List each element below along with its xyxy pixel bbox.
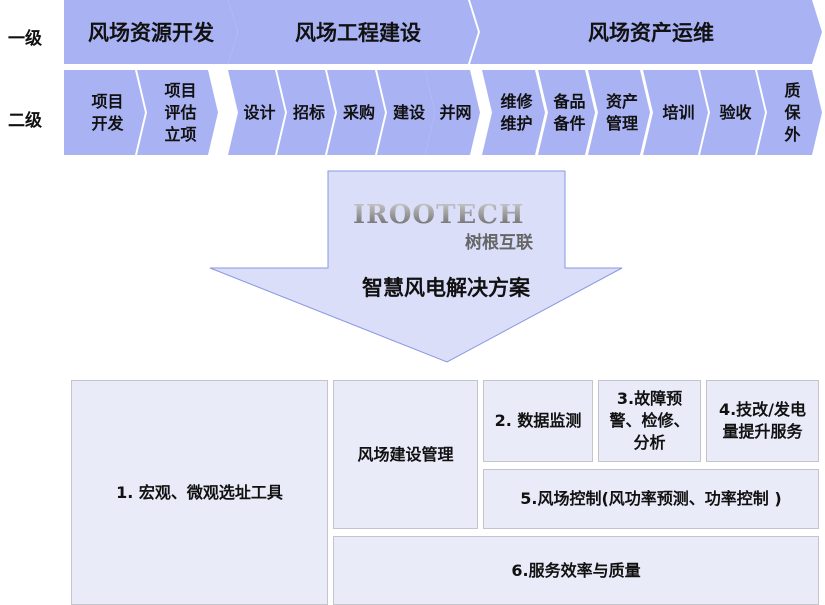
module-label: 2. 数据监测 xyxy=(494,411,582,430)
irootech-logo: IROOTECH 树根互联 xyxy=(353,200,533,253)
stage-label: 培训 xyxy=(662,102,695,122)
module-wind-farm-control: 5.风场控制(风功率预测、功率控制 ) xyxy=(483,469,819,529)
level2-stage: 验收 xyxy=(700,70,765,155)
stage-label: 项目 开发 xyxy=(91,91,124,133)
module-fault-warning: 3.故障预警、检修、分析 xyxy=(598,380,701,462)
module-label: 4.技改/发电量提升服务 xyxy=(718,400,807,441)
level2-stage: 质 保 外 xyxy=(757,70,822,155)
module-data-monitoring: 2. 数据监测 xyxy=(483,380,593,462)
module-label: 5.风场控制(风功率预测、功率控制 ) xyxy=(520,489,782,508)
module-site-selection: 1. 宏观、微观选址工具 xyxy=(71,380,328,605)
level2-stage: 资产 管理 xyxy=(588,70,650,155)
stage-label: 验收 xyxy=(719,102,752,122)
stage-label: 招标 xyxy=(292,102,325,122)
level1-stage: 风场资源开发 xyxy=(64,0,238,64)
level2-label: 二级 xyxy=(8,111,42,131)
stage-label: 并网 xyxy=(439,102,472,122)
logo-text-en: IROOTECH xyxy=(353,200,533,230)
stage-label: 维修 维护 xyxy=(500,91,533,133)
module-label: 3.故障预警、检修、分析 xyxy=(609,389,690,452)
level2-stage: 项目 开发 xyxy=(64,70,145,155)
stage-label: 风场资产运维 xyxy=(588,21,714,45)
stage-label: 风场工程建设 xyxy=(295,21,421,45)
solution-arrow xyxy=(209,170,623,363)
module-label: 风场建设管理 xyxy=(357,444,454,464)
module-label: 1. 宏观、微观选址工具 xyxy=(116,482,283,502)
level1-label: 一级 xyxy=(8,29,42,49)
module-tech-upgrade: 4.技改/发电量提升服务 xyxy=(706,380,819,462)
level2-stage: 备品 备件 xyxy=(538,70,595,155)
stage-label: 设计 xyxy=(243,102,276,122)
level2-stage: 项目 评估 立项 xyxy=(137,70,218,155)
module-label: 6.服务效率与质量 xyxy=(511,560,641,580)
solution-title: 智慧风电解决方案 xyxy=(362,276,530,300)
level2-stage: 建设 xyxy=(377,70,435,155)
stage-label: 采购 xyxy=(342,102,375,122)
module-service-efficiency: 6.服务效率与质量 xyxy=(333,536,819,605)
logo-text-cn: 树根互联 xyxy=(465,233,533,253)
arrow-shape xyxy=(209,170,623,363)
stage-label: 建设 xyxy=(392,102,425,122)
stage-label: 备品 备件 xyxy=(553,91,586,133)
stage-label: 质 保 外 xyxy=(784,80,801,144)
stage-label: 资产 管理 xyxy=(605,91,638,133)
module-construction-management: 风场建设管理 xyxy=(333,380,478,529)
level2-stage: 维修 维护 xyxy=(482,70,545,155)
level1-stage: 风场工程建设 xyxy=(228,0,478,64)
stage-label: 风场资源开发 xyxy=(88,21,214,45)
stage-label: 项目 评估 立项 xyxy=(164,80,197,144)
level2-stage: 培训 xyxy=(643,70,708,155)
level1-stage: 风场资产运维 xyxy=(470,0,822,64)
